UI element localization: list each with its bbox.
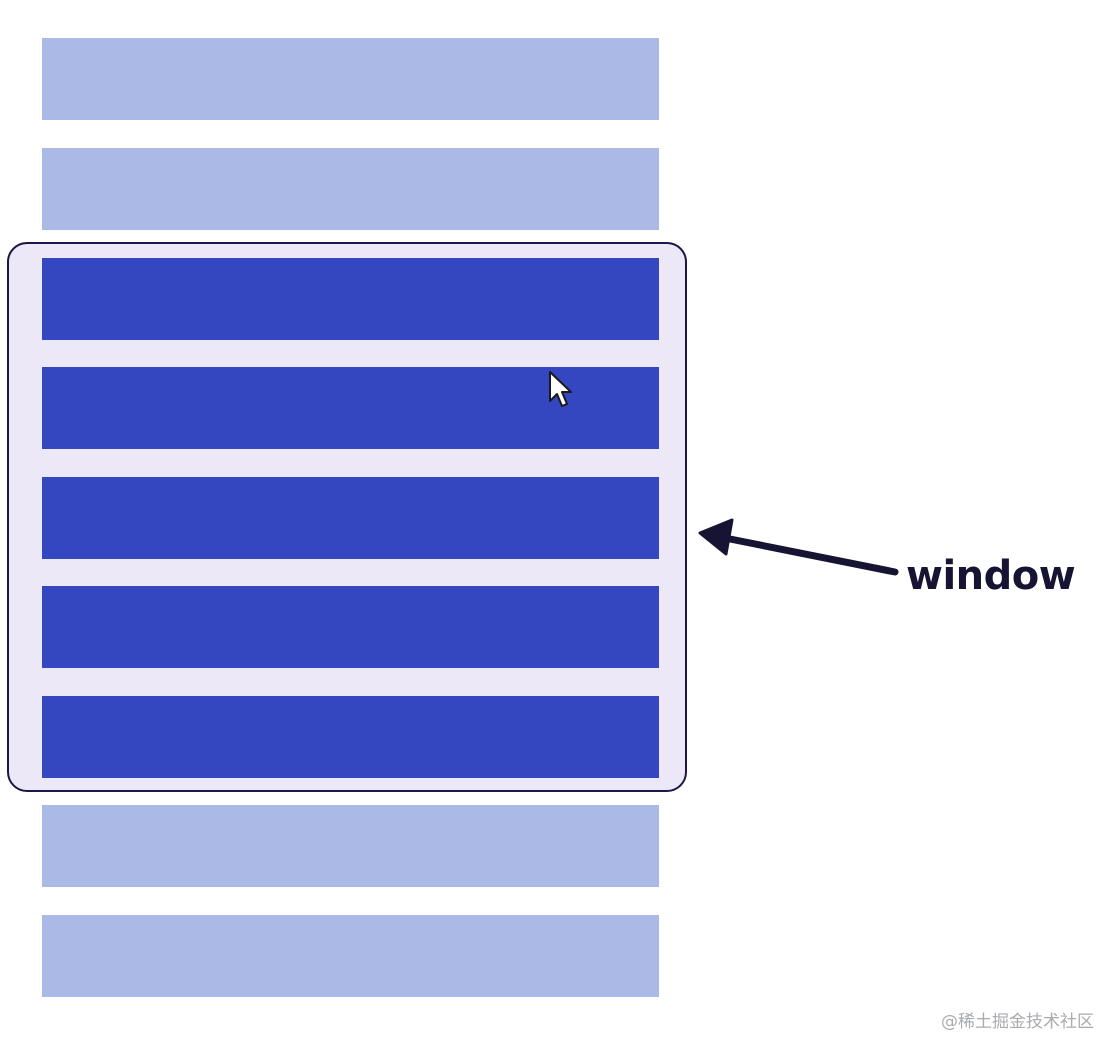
list-row-outside bbox=[42, 148, 659, 230]
list-row-visible bbox=[42, 696, 659, 778]
arrow-icon bbox=[698, 518, 899, 576]
list-row-outside bbox=[42, 38, 659, 120]
window-label: window bbox=[906, 553, 1076, 599]
cursor-icon bbox=[549, 371, 572, 407]
list-row-outside bbox=[42, 805, 659, 887]
list-row-visible bbox=[42, 477, 659, 559]
list-row-outside bbox=[42, 915, 659, 997]
watermark-text: @稀土掘金技术社区 bbox=[941, 1012, 1094, 1032]
list-row-visible bbox=[42, 586, 659, 668]
list-row-visible bbox=[42, 258, 659, 340]
